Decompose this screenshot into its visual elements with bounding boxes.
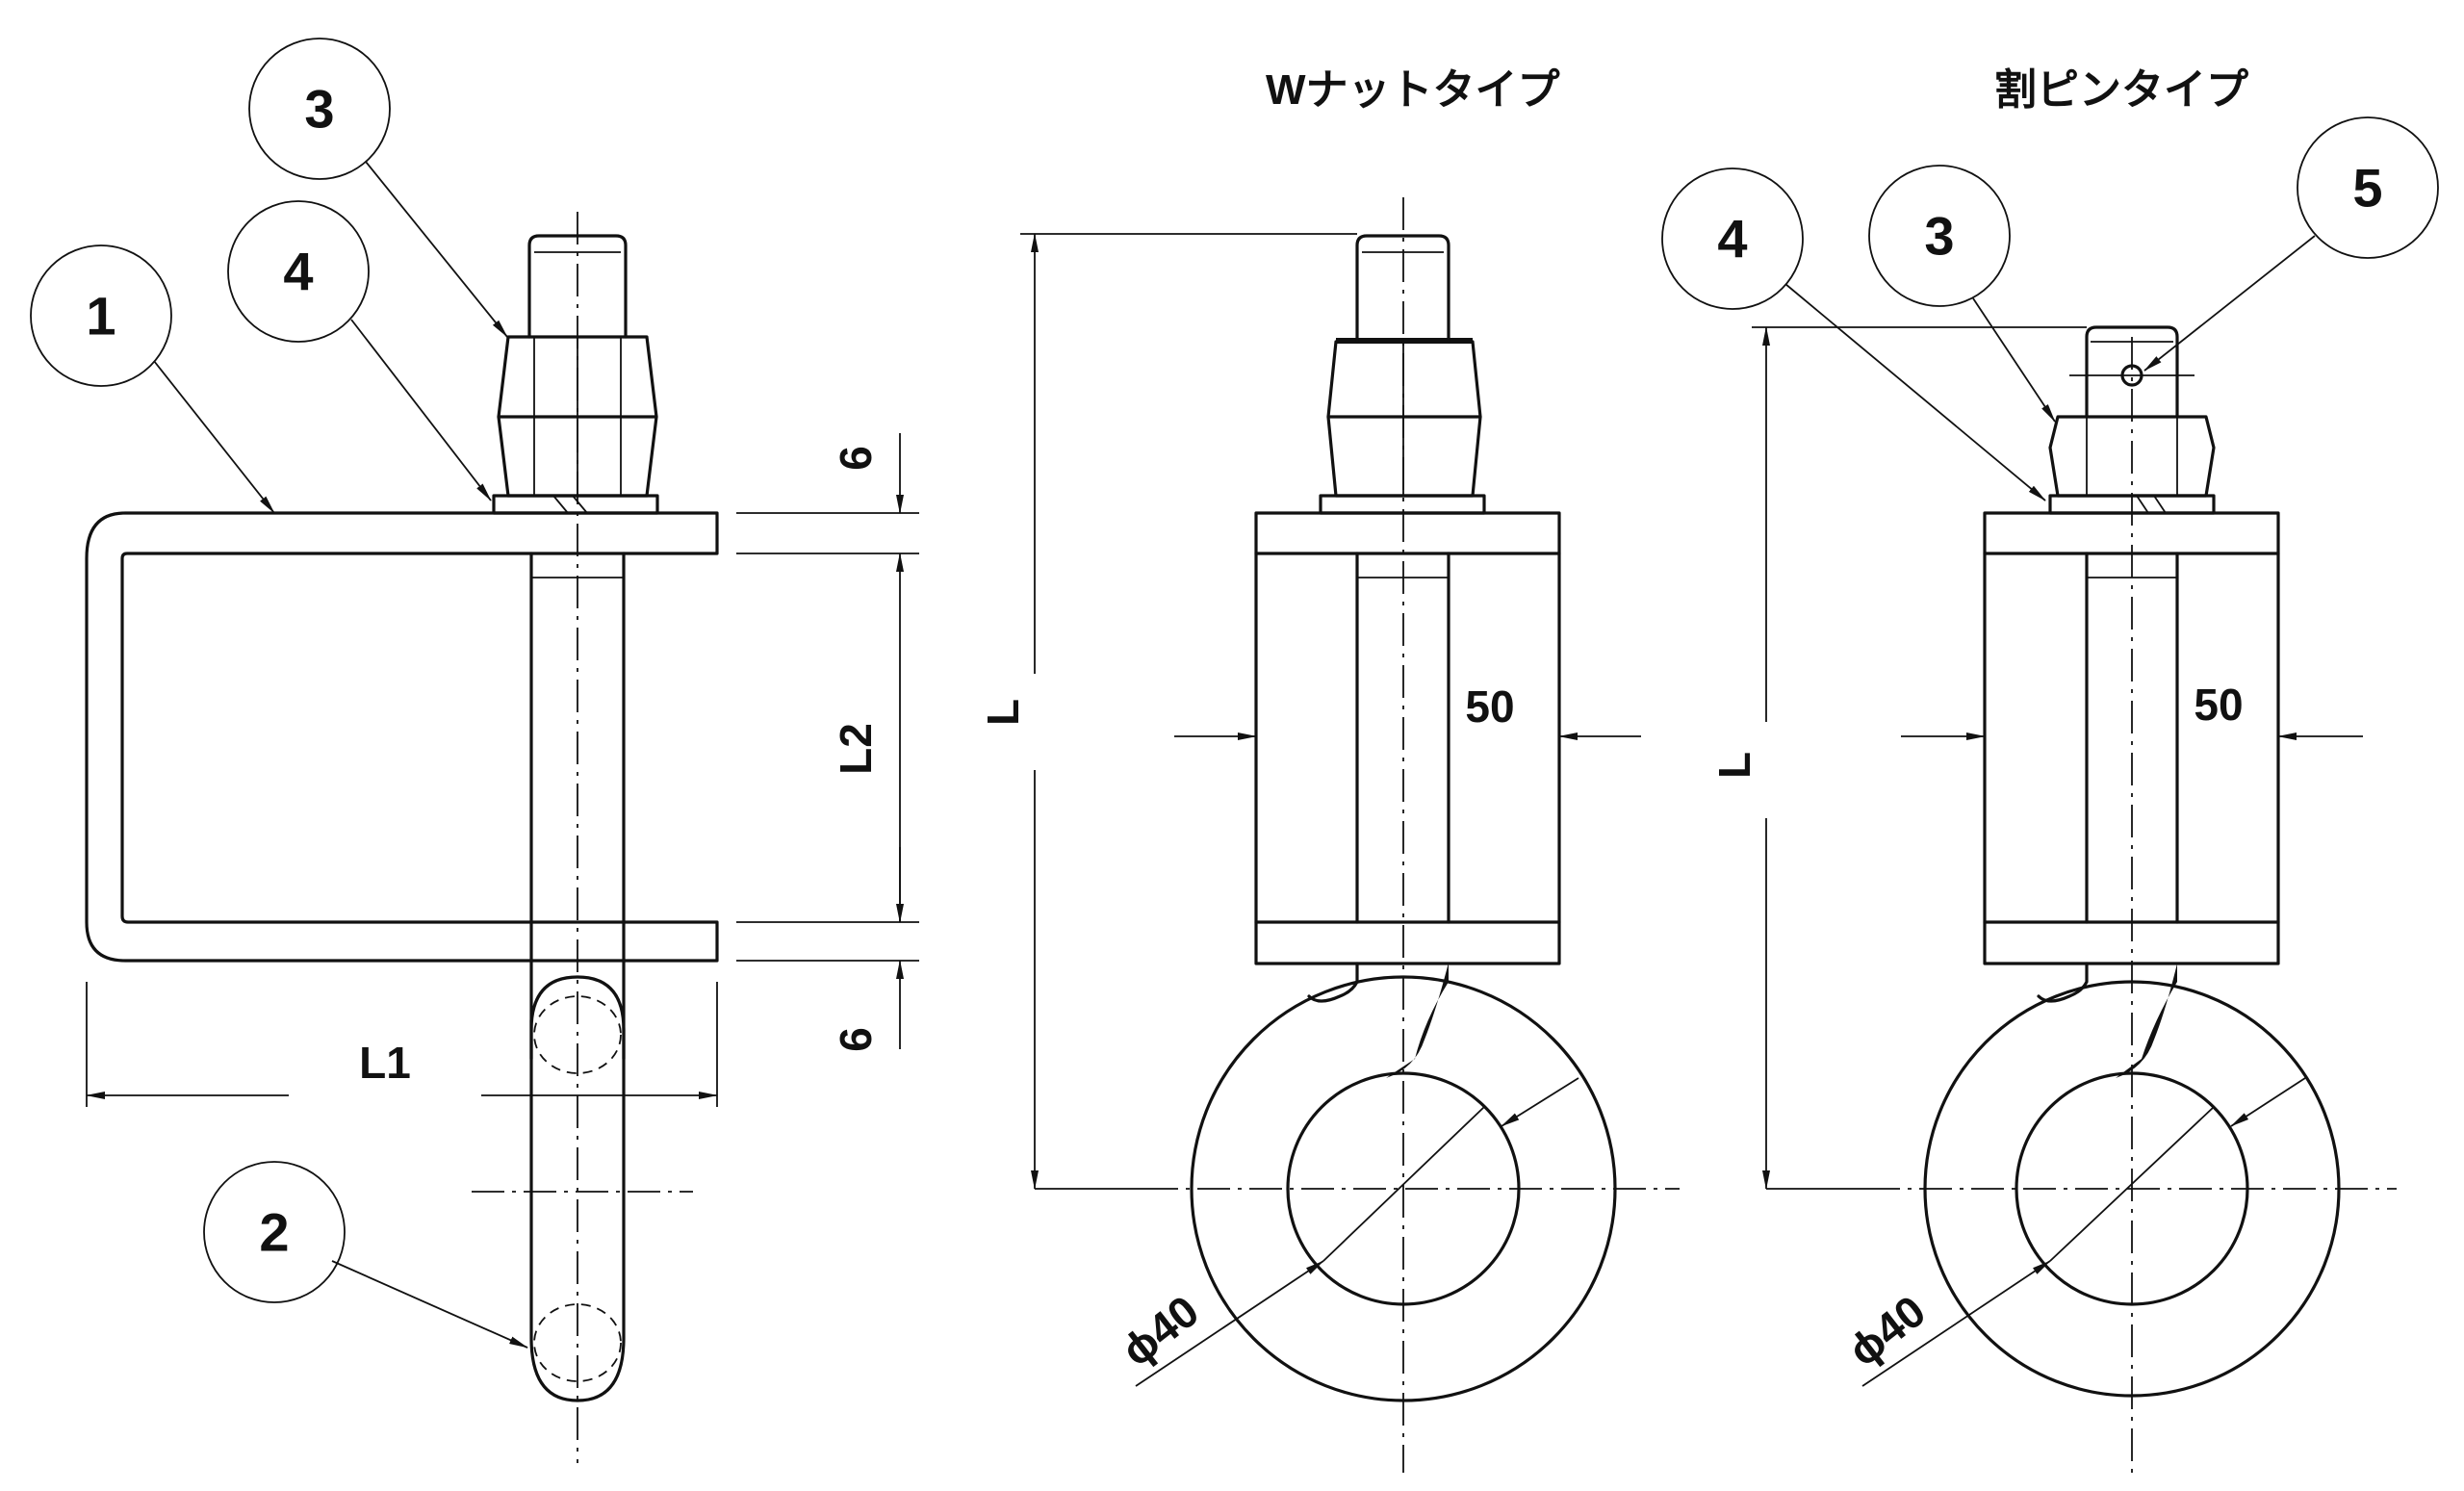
balloon-5-split <box>2297 116 2439 259</box>
dim-side-top-gap: 6 <box>831 446 881 471</box>
dim-split-width: 50 <box>2194 680 2243 730</box>
title-split-pin-type: 割ピンタイプ <box>1994 66 2248 114</box>
balloon-1-side-label: 1 <box>86 286 116 347</box>
side-view <box>30 38 919 1463</box>
balloon-1-side <box>30 244 172 387</box>
dim-w-nut-dia: ϕ40 <box>1112 1286 1208 1376</box>
dim-side-l2: L2 <box>831 723 881 775</box>
title-w-nut-type: Wナットタイプ <box>1266 66 1560 114</box>
w-nut-view <box>1020 197 1680 1473</box>
balloon-4-split-label: 4 <box>1717 209 1747 270</box>
balloon-4-side-label: 4 <box>283 242 313 302</box>
side-nuts <box>497 335 658 498</box>
balloon-2-side <box>203 1161 346 1303</box>
dim-w-nut-width: 50 <box>1465 681 1514 732</box>
balloon-4-split <box>1661 167 1804 310</box>
balloon-3-side <box>248 38 391 180</box>
balloon-3-split-label: 3 <box>1924 206 1954 267</box>
split-pin-view <box>1661 116 2439 1473</box>
balloon-5-split-label: 5 <box>2352 158 2382 219</box>
dim-side-l1: L1 <box>359 1038 411 1088</box>
balloon-4-side <box>227 200 370 343</box>
balloon-3-side-label: 3 <box>304 79 334 140</box>
dim-w-nut-l: L <box>978 699 1028 726</box>
dim-split-l: L <box>1709 752 1759 779</box>
balloon-2-side-label: 2 <box>259 1202 289 1263</box>
dim-side-bottom-gap: 6 <box>831 1027 881 1052</box>
dim-split-dia: ϕ40 <box>1838 1286 1935 1376</box>
balloon-3-split <box>1868 165 2011 307</box>
bracket-outline <box>85 511 719 963</box>
side-eye-ring <box>529 975 626 1402</box>
